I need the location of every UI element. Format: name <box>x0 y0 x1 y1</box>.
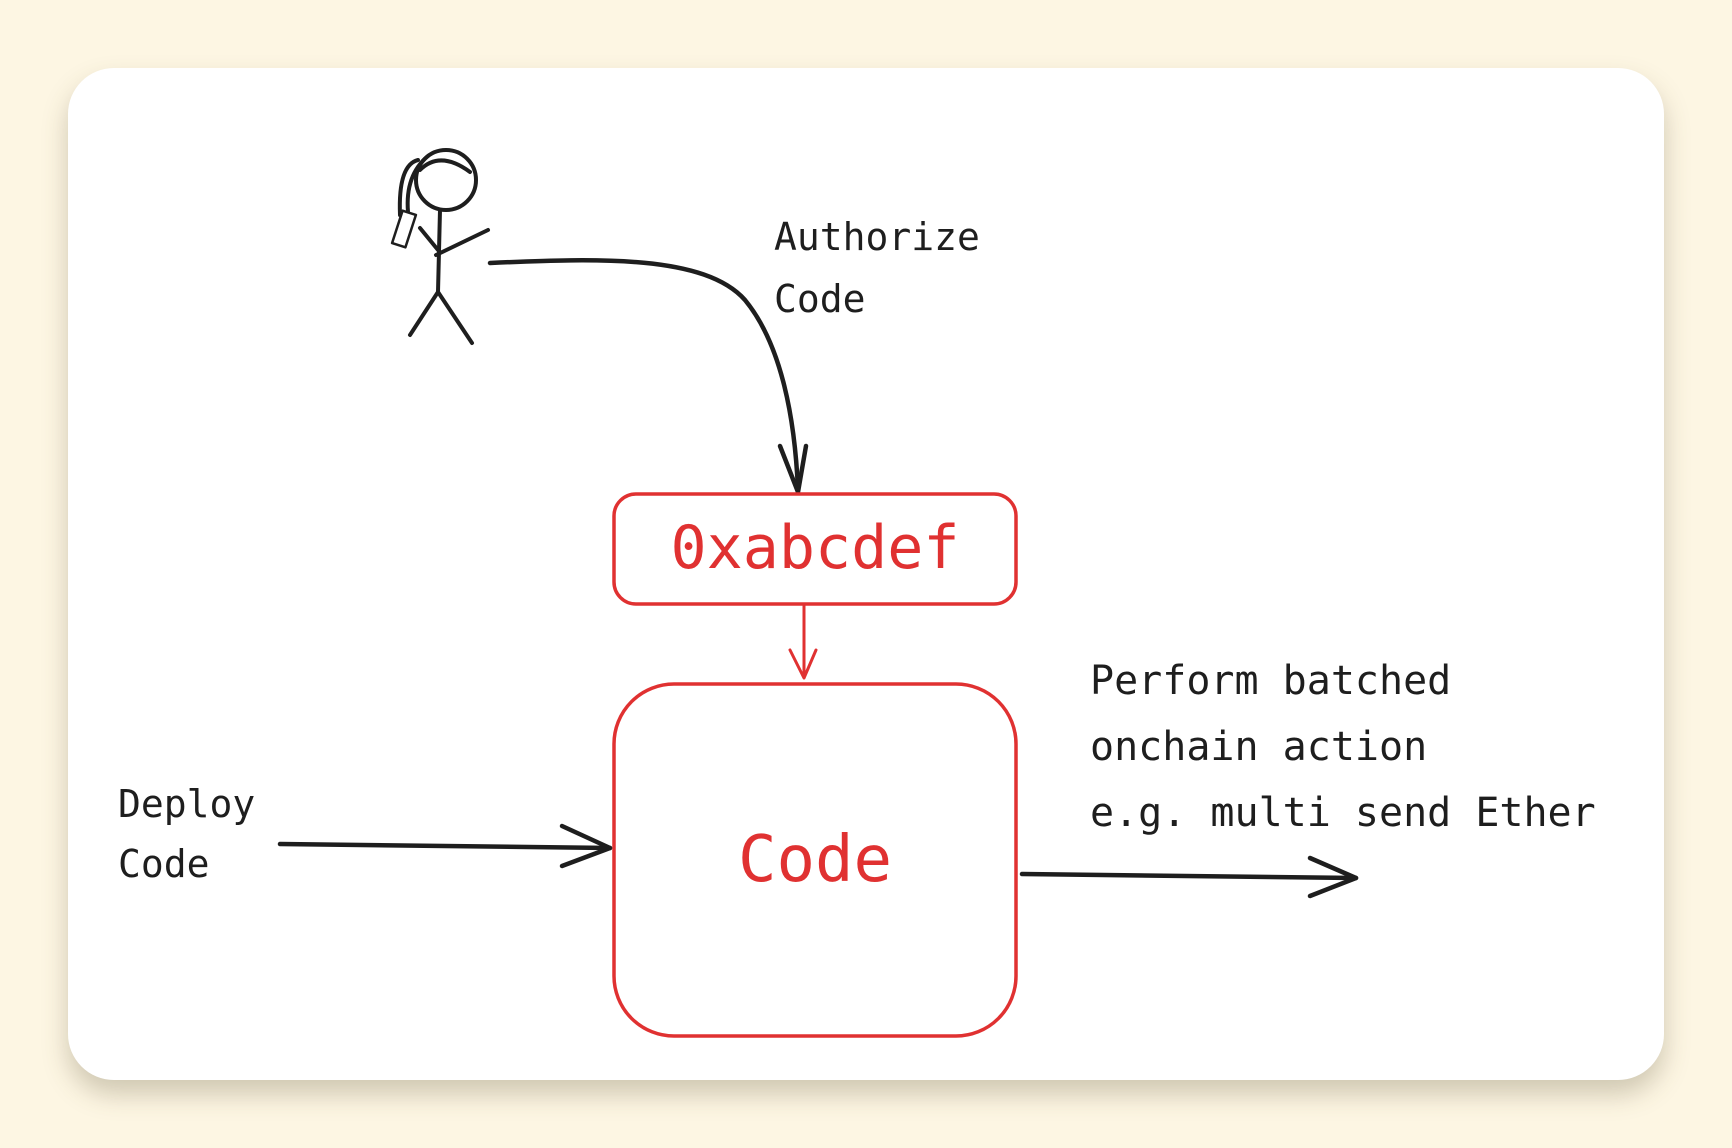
authorize-arrow <box>487 258 809 495</box>
perform-label-line-2: onchain action <box>1090 724 1428 770</box>
address-node-label: 0xabcdef <box>670 513 960 583</box>
code-node-label: Code <box>737 823 893 897</box>
authorize-label: Authorize Code <box>774 206 980 330</box>
authorize-label-line-1: Authorize <box>774 215 980 259</box>
deploy-label-line-2: Code <box>118 842 210 886</box>
output-arrow <box>1019 855 1359 899</box>
perform-label: Perform batched onchain action e.g. mult… <box>1090 648 1596 846</box>
code-box <box>612 682 1018 1038</box>
deploy-label: Deploy Code <box>118 774 255 894</box>
user-icon <box>390 148 490 345</box>
deploy-label-line-1: Deploy <box>118 782 256 826</box>
deploy-arrow <box>277 823 613 869</box>
perform-label-line-1: Perform batched <box>1090 658 1452 704</box>
address-to-code-arrow <box>788 604 818 680</box>
authorize-label-line-2: Code <box>774 277 866 321</box>
perform-label-line-3: e.g. multi send Ether <box>1090 790 1596 836</box>
address-box <box>612 492 1018 606</box>
diagram-card <box>68 68 1664 1080</box>
